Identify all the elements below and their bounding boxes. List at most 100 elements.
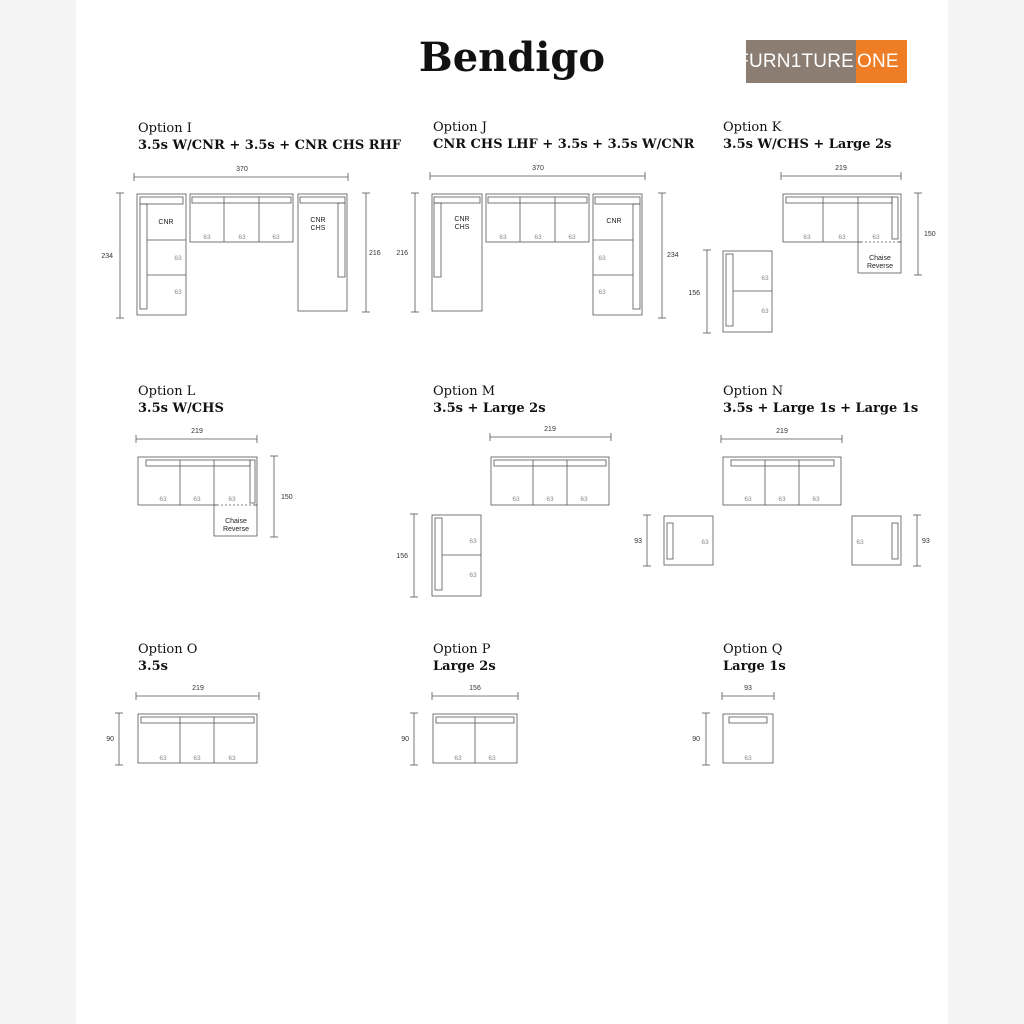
dimension-label: 219 xyxy=(776,428,788,435)
corner-label: CNR xyxy=(454,216,469,223)
seat-width: 63 xyxy=(534,234,542,241)
seat-width: 63 xyxy=(499,234,507,241)
dimension-label: 234 xyxy=(667,252,679,259)
option-n-diagram: 219 63 63 63 93 63 93 63 xyxy=(634,428,930,567)
seat-width: 63 xyxy=(856,539,864,546)
option-o-diagram: 219 90 63 63 63 xyxy=(106,685,260,766)
option-o-heading: Option O 3.5s xyxy=(138,641,197,675)
seat-width: 63 xyxy=(272,234,280,241)
seat-width: 63 xyxy=(193,496,201,503)
dimension-label: 219 xyxy=(544,426,556,433)
page-sheet xyxy=(76,0,948,1024)
page-title: Bendigo xyxy=(418,34,606,81)
dimension-label: 156 xyxy=(469,685,481,692)
option-i-heading: Option I 3.5s W/CNR + 3.5s + CNR CHS RHF xyxy=(138,120,401,154)
dimension-label: 216 xyxy=(369,250,381,257)
option-name: Option J xyxy=(433,120,487,135)
option-name: Option P xyxy=(433,642,491,657)
seat-width: 63 xyxy=(568,234,576,241)
option-description: 3.5s W/CHS + Large 2s xyxy=(723,137,892,152)
dimension-label: 156 xyxy=(396,553,408,560)
option-q-heading: Option Q Large 1s xyxy=(723,641,786,675)
seat-width: 63 xyxy=(778,496,786,503)
option-description: 3.5s W/CNR + 3.5s + CNR CHS RHF xyxy=(138,138,402,153)
option-name: Option O xyxy=(138,642,198,657)
option-l-diagram: 219 150 63 63 63 Chaise Reverse xyxy=(135,428,293,538)
seat-width: 63 xyxy=(744,496,752,503)
seat-width: 63 xyxy=(701,539,709,546)
dimension-label: 93 xyxy=(922,538,930,545)
seat-width: 63 xyxy=(744,755,752,762)
option-l-heading: Option L 3.5s W/CHS xyxy=(138,383,224,417)
dimension-label: 370 xyxy=(236,166,248,173)
option-q-diagram: 93 90 63 xyxy=(692,685,775,766)
seat-width: 63 xyxy=(512,496,520,503)
reverse-label: Reverse xyxy=(867,263,893,270)
option-j-diagram: 370 216 234 CNR CHS 63 63 63 CNR 63 63 xyxy=(396,165,679,319)
seat-width: 63 xyxy=(174,289,182,296)
brand-logo: FURN1TURE ONE xyxy=(737,40,907,83)
seat-width: 63 xyxy=(193,755,201,762)
seat-width: 63 xyxy=(872,234,880,241)
option-p-diagram: 156 90 63 63 xyxy=(401,685,519,766)
dimension-label: 93 xyxy=(634,538,642,545)
seat-width: 63 xyxy=(580,496,588,503)
seat-width: 63 xyxy=(761,275,769,282)
option-n-heading: Option N 3.5s + Large 1s + Large 1s xyxy=(723,383,918,417)
option-description: 3.5s + Large 1s + Large 1s xyxy=(723,401,919,416)
dimension-label: 90 xyxy=(106,736,114,743)
option-m-diagram: 219 156 63 63 63 63 63 xyxy=(396,426,612,598)
reverse-label: Reverse xyxy=(223,526,249,533)
option-name: Option M xyxy=(433,384,496,399)
option-name: Option L xyxy=(138,384,196,399)
corner-label: CNR xyxy=(606,218,621,225)
option-description: Large 2s xyxy=(433,659,496,674)
chaise-label: CHS xyxy=(455,224,470,231)
dimension-label: 150 xyxy=(281,494,293,501)
dimension-label: 90 xyxy=(401,736,409,743)
option-p-heading: Option P Large 2s xyxy=(433,641,496,675)
seat-width: 63 xyxy=(838,234,846,241)
seat-width: 63 xyxy=(803,234,811,241)
option-name: Option Q xyxy=(723,642,783,657)
dimension-label: 156 xyxy=(688,290,700,297)
dimension-label: 93 xyxy=(744,685,752,692)
seat-width: 63 xyxy=(228,496,236,503)
option-description: 3.5s + Large 2s xyxy=(433,401,546,416)
dimension-label: 370 xyxy=(532,165,544,172)
option-k-heading: Option K 3.5s W/CHS + Large 2s xyxy=(723,119,891,153)
seat-width: 63 xyxy=(488,755,496,762)
option-description: 3.5s W/CHS xyxy=(138,401,224,416)
seat-width: 63 xyxy=(454,755,462,762)
seat-width: 63 xyxy=(203,234,211,241)
dimension-label: 90 xyxy=(692,736,700,743)
dimension-label: 150 xyxy=(924,231,936,238)
seat-width: 63 xyxy=(159,496,167,503)
seat-width: 63 xyxy=(546,496,554,503)
option-description: Large 1s xyxy=(723,659,786,674)
seat-width: 63 xyxy=(228,755,236,762)
corner-label: CNR xyxy=(310,217,325,224)
option-name: Option N xyxy=(723,384,784,399)
seat-width: 63 xyxy=(761,308,769,315)
option-m-heading: Option M 3.5s + Large 2s xyxy=(433,383,546,417)
option-j-heading: Option J CNR CHS LHF + 3.5s + 3.5s W/CNR xyxy=(433,119,694,153)
seat-width: 63 xyxy=(238,234,246,241)
logo-part-2: ONE xyxy=(856,40,907,83)
chaise-label: Chaise xyxy=(225,518,247,525)
dimension-label: 219 xyxy=(835,165,847,172)
dimension-label: 219 xyxy=(191,428,203,435)
corner-label: CNR xyxy=(158,219,173,226)
seat-width: 63 xyxy=(174,255,182,262)
option-i-diagram: 370 234 216 CNR 63 63 63 63 63 CNR CHS xyxy=(101,166,381,319)
dimension-label: 216 xyxy=(396,250,408,257)
chaise-label: CHS xyxy=(311,225,326,232)
option-name: Option K xyxy=(723,120,782,135)
option-k-diagram: 219 150 156 63 63 63 Chaise Reverse 63 6… xyxy=(688,165,936,334)
option-description: CNR CHS LHF + 3.5s + 3.5s W/CNR xyxy=(433,137,695,152)
option-name: Option I xyxy=(138,121,192,136)
seat-width: 63 xyxy=(159,755,167,762)
seat-width: 63 xyxy=(812,496,820,503)
chaise-label: Chaise xyxy=(869,255,891,262)
